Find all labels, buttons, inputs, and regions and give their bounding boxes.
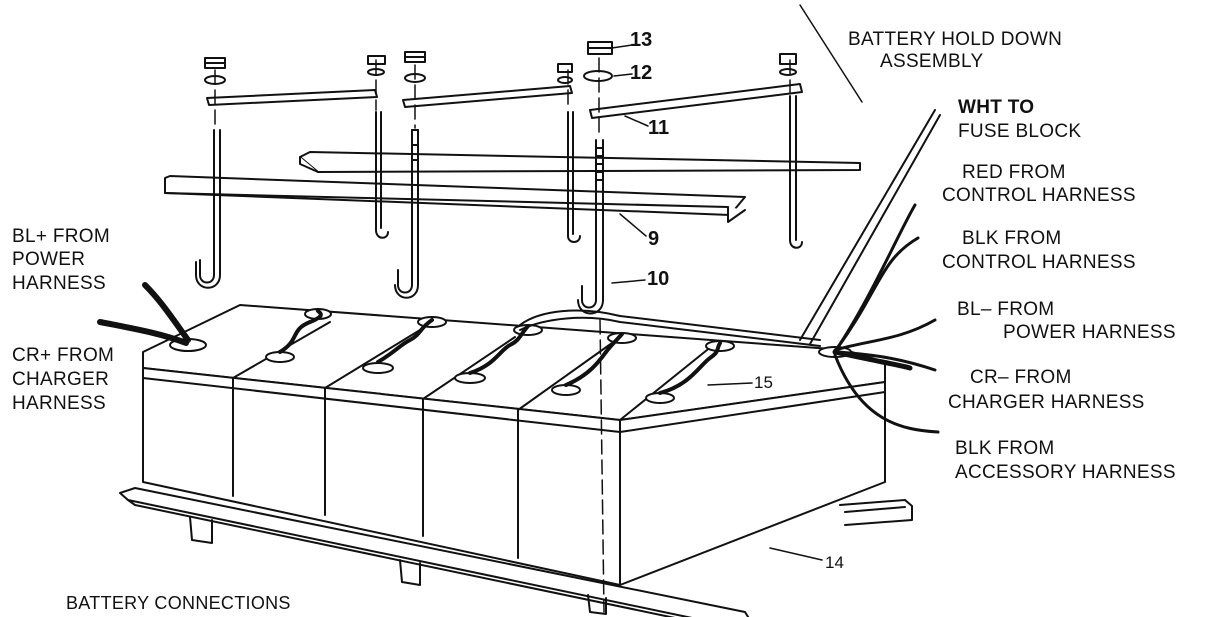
callout-9: 9 — [648, 228, 660, 250]
label-blk-accessory-line1: BLK FROM — [955, 438, 1055, 459]
label-blk-control-line1: BLK FROM — [962, 228, 1062, 249]
label-cr-minus-line1: CR– FROM — [970, 367, 1072, 388]
assembly-title-line2: ASSEMBLY — [880, 51, 984, 72]
callout-14: 14 — [825, 553, 844, 572]
label-cr-plus-line2: CHARGER — [12, 369, 110, 390]
jumper-cables — [278, 308, 722, 395]
label-bl-minus-line1: BL– FROM — [957, 299, 1055, 320]
label-red-line2: CONTROL HARNESS — [942, 185, 1136, 206]
callout-10: 10 — [647, 268, 670, 290]
bottom-rail-left — [119, 487, 750, 617]
callout-15: 15 — [754, 373, 773, 392]
label-bl-plus-line2: POWER — [12, 249, 86, 270]
center-lines — [214, 57, 791, 613]
caption-battery-connections: BATTERY CONNECTIONS — [66, 593, 291, 613]
label-cr-minus-line2: CHARGER HARNESS — [948, 392, 1145, 413]
label-bl-minus-line2: POWER HARNESS — [1003, 322, 1176, 343]
label-bl-plus-line3: HARNESS — [12, 273, 106, 294]
label-blk-control-line2: CONTROL HARNESS — [942, 252, 1136, 273]
leader-lines — [611, 4, 863, 561]
callout-11: 11 — [648, 117, 670, 139]
label-wht-line1: WHT TO — [958, 97, 1035, 118]
clamp-bars — [206, 83, 803, 119]
label-cr-plus-line3: HARNESS — [12, 393, 106, 414]
right-harness-cables — [832, 203, 940, 434]
battery-bank — [142, 304, 886, 586]
callout-12: 12 — [630, 62, 653, 84]
label-red-line1: RED FROM — [962, 162, 1066, 183]
label-bl-plus-line1: BL+ FROM — [12, 226, 110, 247]
assembly-title-line1: BATTERY HOLD DOWN — [848, 29, 1063, 50]
left-harness-cables — [97, 282, 191, 346]
hold-down-frame — [164, 151, 861, 223]
nuts-and-washers — [204, 41, 797, 85]
wht-cable — [519, 109, 941, 347]
label-wht-line2: FUSE BLOCK — [958, 121, 1082, 142]
label-cr-plus-line1: CR+ FROM — [12, 345, 115, 366]
callout-13: 13 — [630, 29, 653, 51]
label-blk-accessory-line2: ACCESSORY HARNESS — [955, 462, 1176, 483]
j-bolts — [195, 95, 803, 315]
bottom-rail-right — [839, 499, 913, 526]
